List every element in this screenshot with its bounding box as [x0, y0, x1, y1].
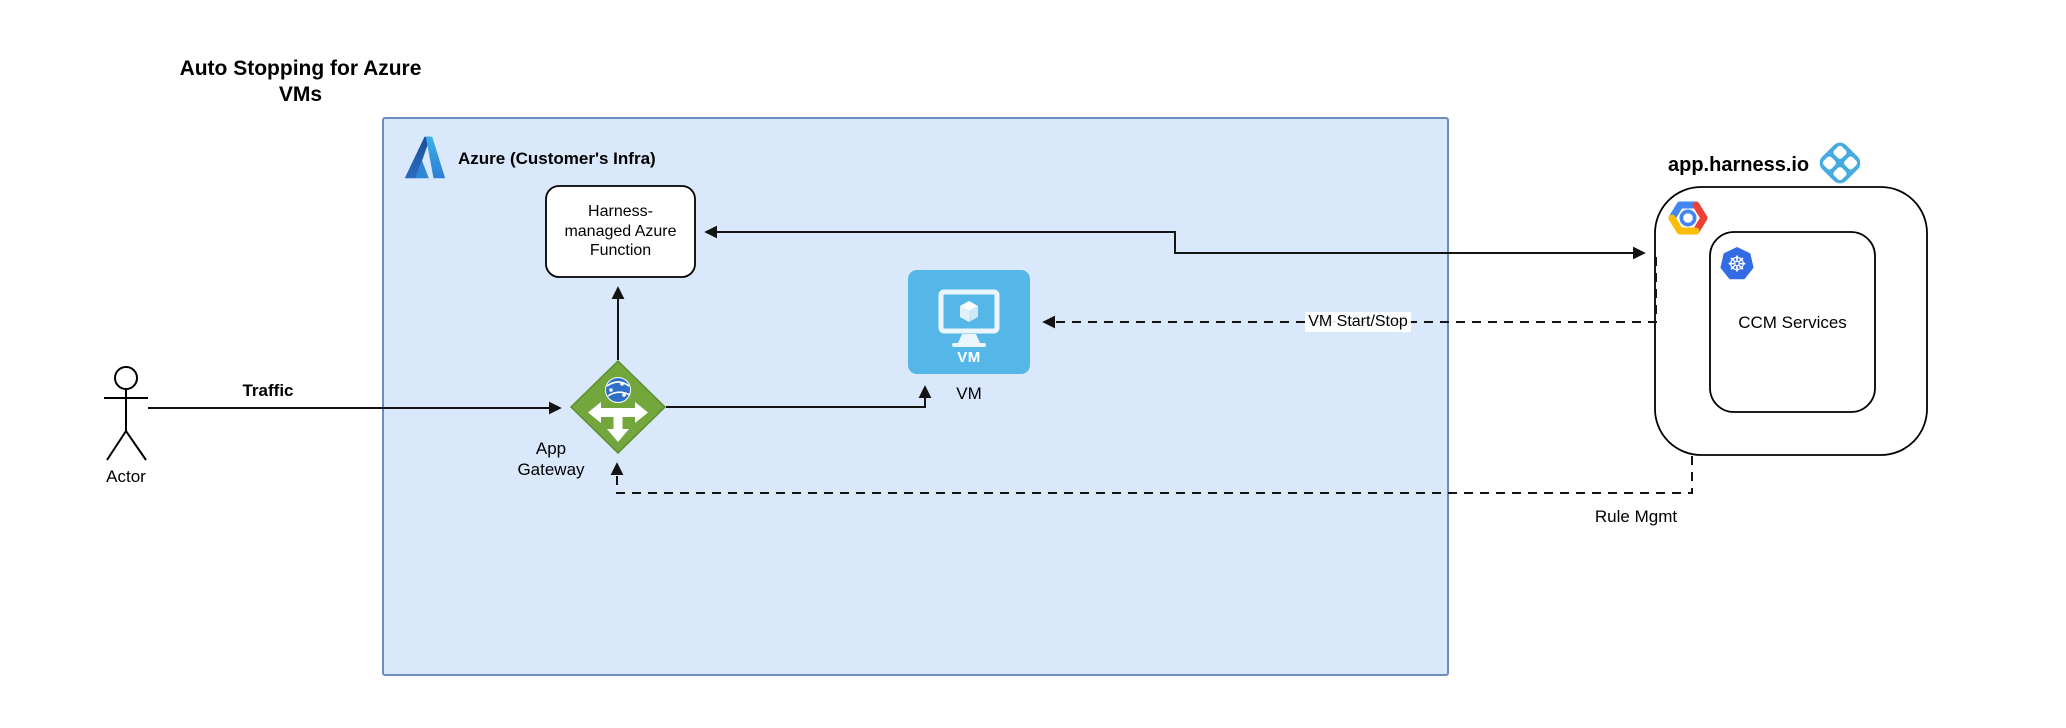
edge-rule-mgmt: [610, 456, 1693, 494]
edge-rule-mgmt-label: Rule Mgmt: [1594, 507, 1678, 526]
kubernetes-icon: ☸: [1720, 247, 1754, 280]
ccm-services-box: [1709, 231, 1876, 413]
actor-figure: [104, 366, 148, 461]
function-box: [545, 185, 696, 278]
svg-text:☸: ☸: [1727, 253, 1747, 278]
app-gateway-icon: [569, 359, 667, 455]
edge-traffic-label: Traffic: [242, 381, 294, 400]
edge-vm-start-stop: [1042, 257, 1657, 329]
edge-function-ccm: [704, 225, 1646, 260]
vm-label: VM: [956, 384, 982, 403]
edge-vm-start-stop-label: VM Start/Stop: [1288, 312, 1428, 332]
azure-container-label: Azure (Customer's Infra): [458, 149, 656, 168]
ccm-services-label: CCM Services: [1738, 313, 1847, 332]
azure-logo-icon: [404, 136, 446, 179]
vm-monitor-icon: [938, 289, 1000, 347]
harness-domain-label: app.harness.io: [1668, 154, 1810, 176]
edge-gateway-to-vm: [666, 385, 932, 408]
vm-node: [908, 270, 1030, 374]
app-gateway-label: App Gateway: [517, 439, 585, 479]
gcp-icon: [1668, 201, 1708, 235]
actor-label: Actor: [106, 467, 146, 486]
harness-logo-icon: [1819, 142, 1861, 184]
vm-icon-text: VM: [957, 349, 981, 366]
